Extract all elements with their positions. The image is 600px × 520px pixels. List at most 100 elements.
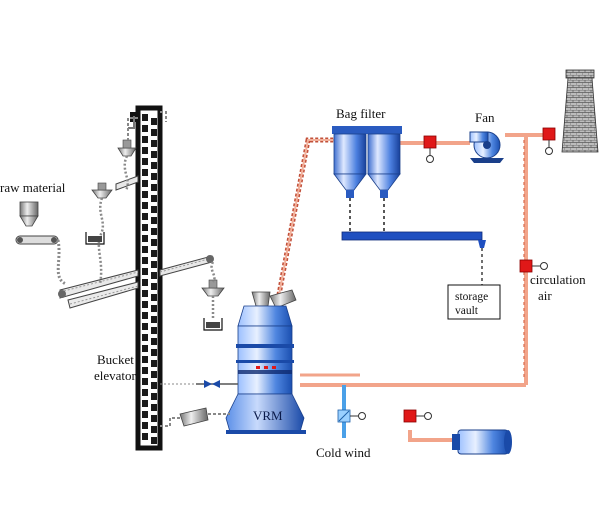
elevator-bucket bbox=[151, 151, 157, 158]
elevator-bucket bbox=[142, 334, 148, 341]
label-vrm: VRM bbox=[253, 408, 283, 423]
elevator-bucket bbox=[151, 338, 157, 345]
elevator-bucket bbox=[142, 367, 148, 374]
elevator-bucket bbox=[151, 250, 157, 257]
elevator-bucket bbox=[151, 305, 157, 312]
bag-filter-discharge bbox=[349, 198, 385, 232]
valve-hot-gas bbox=[403, 409, 432, 423]
valve-fan-outlet bbox=[542, 127, 556, 155]
elevator-bucket bbox=[151, 184, 157, 191]
elevator-bucket bbox=[142, 345, 148, 352]
bag-filter bbox=[332, 126, 402, 198]
elevator-bucket bbox=[151, 272, 157, 279]
elevator-bucket bbox=[151, 162, 157, 169]
elevator-bucket bbox=[151, 140, 157, 147]
dosing-hopper-right bbox=[201, 261, 225, 331]
elevator-bucket bbox=[142, 180, 148, 187]
belt-conveyor-left-lower bbox=[67, 281, 139, 309]
label-fan: Fan bbox=[475, 110, 495, 125]
screw-conveyor bbox=[341, 231, 486, 286]
elevator-bucket bbox=[142, 114, 148, 121]
elevator-bucket bbox=[142, 312, 148, 319]
valve-bagfilter-outlet bbox=[423, 135, 437, 163]
fan-icon bbox=[469, 131, 504, 163]
elevator-bucket bbox=[151, 239, 157, 246]
elevator-bucket bbox=[151, 371, 157, 378]
label-cold-wind: Cold wind bbox=[316, 445, 371, 460]
raw-material-hopper bbox=[15, 201, 59, 245]
label-raw-material: raw material bbox=[0, 180, 66, 195]
label-bucket-elevator-1: Bucket bbox=[97, 352, 134, 367]
raw-material-stream bbox=[56, 239, 67, 286]
hot-gas-generator bbox=[452, 429, 512, 455]
elevator-bucket bbox=[151, 129, 157, 136]
elevator-bucket bbox=[142, 301, 148, 308]
label-bucket-elevator-2: elevator bbox=[94, 368, 137, 383]
gauge-icon bbox=[424, 412, 432, 420]
elevator-bucket bbox=[151, 327, 157, 334]
gauge-icon bbox=[545, 147, 553, 155]
elevator-bucket bbox=[142, 235, 148, 242]
elevator-bucket bbox=[142, 389, 148, 396]
reject-chute bbox=[160, 407, 230, 427]
elevator-bucket bbox=[151, 294, 157, 301]
storage-vault-box bbox=[447, 284, 501, 320]
label-circulation-air-1: circulation bbox=[530, 272, 586, 287]
gauge-icon bbox=[358, 412, 366, 420]
cold-wind-pipe bbox=[337, 385, 366, 438]
dust-duct bbox=[275, 137, 336, 301]
elevator-bucket bbox=[151, 217, 157, 224]
elevator-buckets bbox=[142, 114, 157, 444]
label-bag-filter: Bag filter bbox=[336, 106, 386, 121]
elevator-bucket bbox=[142, 268, 148, 275]
elevator-bucket bbox=[142, 125, 148, 132]
elevator-bucket bbox=[142, 257, 148, 264]
bucket-elevator bbox=[128, 105, 163, 451]
elevator-bucket bbox=[151, 360, 157, 367]
elevator-bucket bbox=[142, 323, 148, 330]
elevator-bucket bbox=[151, 206, 157, 213]
elevator-bucket bbox=[151, 261, 157, 268]
elevator-bucket bbox=[151, 118, 157, 125]
elevator-bucket bbox=[142, 202, 148, 209]
dosing-hopper-mid bbox=[85, 182, 113, 285]
belt-conveyor-left bbox=[58, 269, 139, 299]
elevator-bucket bbox=[142, 246, 148, 253]
label-storage-vault-1: storage bbox=[455, 291, 488, 303]
elevator-bucket bbox=[142, 213, 148, 220]
elevator-bucket bbox=[142, 191, 148, 198]
elevator-feed-lines bbox=[127, 111, 167, 140]
vrm-inlet-valve bbox=[196, 380, 238, 388]
elevator-bucket bbox=[151, 415, 157, 422]
vrm-mill bbox=[225, 289, 306, 434]
belt-conveyor-right bbox=[159, 255, 214, 277]
elevator-bucket bbox=[142, 433, 148, 440]
gauge-icon bbox=[426, 155, 434, 163]
elevator-bucket bbox=[142, 400, 148, 407]
elevator-bucket bbox=[151, 404, 157, 411]
elevator-bucket bbox=[142, 290, 148, 297]
elevator-bucket bbox=[142, 378, 148, 385]
elevator-bucket bbox=[142, 279, 148, 286]
elevator-bucket bbox=[151, 426, 157, 433]
hot-air-pipe bbox=[300, 133, 550, 442]
elevator-bucket bbox=[142, 158, 148, 165]
label-storage-vault-2: vault bbox=[455, 305, 479, 317]
elevator-bucket bbox=[142, 224, 148, 231]
elevator-bucket bbox=[151, 382, 157, 389]
elevator-bucket bbox=[142, 411, 148, 418]
belt-conveyor-upper bbox=[115, 175, 139, 191]
gauge-icon bbox=[540, 262, 548, 270]
chimney-icon bbox=[561, 69, 599, 153]
elevator-bucket bbox=[142, 356, 148, 363]
elevator-bucket bbox=[151, 195, 157, 202]
elevator-bucket bbox=[151, 228, 157, 235]
elevator-bucket bbox=[142, 169, 148, 176]
label-circulation-air-2: air bbox=[538, 288, 552, 303]
elevator-bucket bbox=[142, 147, 148, 154]
elevator-bucket bbox=[151, 437, 157, 444]
elevator-bucket bbox=[151, 349, 157, 356]
elevator-bucket bbox=[151, 173, 157, 180]
